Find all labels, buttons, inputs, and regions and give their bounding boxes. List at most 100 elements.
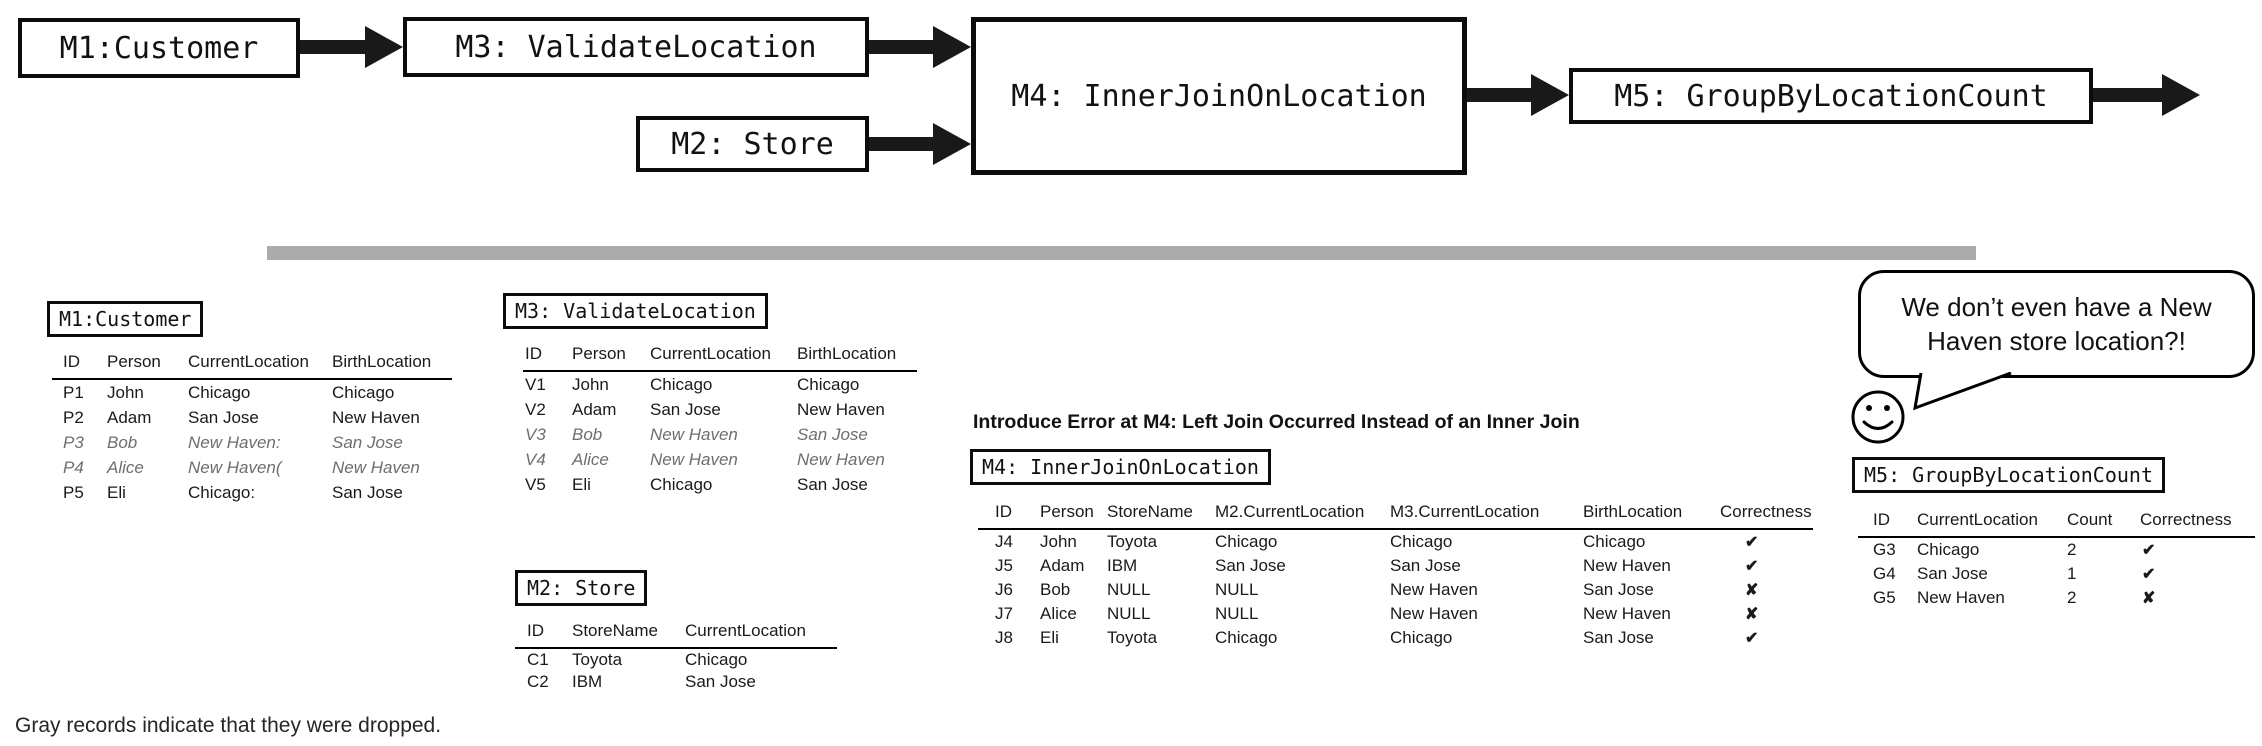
table-cell: 2 (2067, 588, 2077, 607)
table-cell: New Haven: (188, 432, 281, 452)
table-cell: New Haven (1390, 580, 1478, 599)
table-label-m3: M3: ValidateLocation (503, 293, 768, 329)
table-cell: J7 (995, 604, 1013, 623)
column-header: Person (1040, 493, 1107, 530)
table-cell: New Haven (332, 457, 420, 477)
table-cell: New Haven (797, 449, 885, 469)
table-cell: Chicago (1390, 628, 1453, 647)
check-mark-icon: ✔ (2142, 542, 2156, 559)
flow-box-m5-groupby: M5: GroupByLocationCount (1569, 68, 2093, 124)
table-cell: G5 (1873, 588, 1896, 607)
table-cell: G3 (1873, 540, 1896, 559)
table-cell: New Haven (1583, 604, 1671, 623)
table-cell: Chicago (188, 382, 251, 402)
column-header: CurrentLocation (188, 343, 332, 380)
table-cell: Alice (107, 457, 144, 477)
table-cell: J6 (995, 580, 1013, 599)
table-cell: San Jose (650, 399, 721, 419)
arrow-m1-to-m3 (300, 26, 403, 68)
table-row: P1 John Chicago Chicago (52, 379, 452, 405)
column-header: Person (107, 343, 188, 380)
column-header: CurrentLocation (1917, 501, 2067, 538)
column-header: ID (523, 335, 572, 372)
m4-error-heading: Introduce Error at M4: Left Join Occurre… (973, 411, 1580, 433)
table-cell: Eli (1040, 628, 1059, 647)
table-cell: Chicago (650, 374, 713, 394)
table-cell: San Jose (1390, 556, 1461, 575)
table-cell: NULL (1107, 580, 1151, 599)
speech-bubble: We don’t even have a New Haven store loc… (1858, 270, 2255, 378)
table-cell: John (107, 382, 144, 402)
table-cell: New Haven (1917, 588, 2005, 607)
table-cell: New Haven (1390, 604, 1478, 623)
table-cell: Chicago: (188, 482, 256, 502)
check-mark-icon: ✔ (1745, 558, 1759, 575)
table-cell: J5 (995, 556, 1013, 575)
table-cell: Chicago (1583, 532, 1646, 551)
column-header: CurrentLocation (650, 335, 797, 372)
table-label-m1: M1:Customer (47, 301, 204, 337)
x-mark-icon: ✘ (1745, 606, 1759, 623)
flow-box-m3-validatelocation: M3: ValidateLocation (403, 17, 869, 77)
table-cell: Alice (1040, 604, 1077, 623)
column-header: CurrentLocation (685, 612, 837, 649)
table-cell: V1 (525, 374, 546, 394)
table-cell: New Haven (332, 407, 420, 427)
arrow-m4-to-m5 (1467, 74, 1569, 116)
table-cell: San Jose (1583, 580, 1654, 599)
column-header: BirthLocation (797, 335, 917, 372)
flow-box-m4-innerjoin: M4: InnerJoinOnLocation (971, 17, 1467, 175)
speech-bubble-line1: We don’t even have a New (1901, 292, 2212, 322)
check-mark-icon: ✔ (1745, 534, 1759, 551)
table-cell: John (572, 374, 609, 394)
table-cell: P1 (63, 382, 84, 402)
table-cell: Chicago (1917, 540, 1980, 559)
column-header: M2.CurrentLocation (1215, 493, 1390, 530)
table-cell: New Haven (797, 399, 885, 419)
table-cell: New Haven( (188, 457, 282, 477)
table-cell: Eli (107, 482, 126, 502)
table-cell: Adam (572, 399, 617, 419)
table-cell: V3 (525, 424, 546, 444)
smiley-face-icon (1851, 390, 1905, 444)
flow-box-m1-customer: M1:Customer (18, 18, 300, 78)
x-mark-icon: ✘ (2142, 590, 2156, 607)
table-cell: Bob (572, 424, 603, 444)
column-header: StoreName (572, 612, 685, 649)
column-header: BirthLocation (1583, 493, 1720, 530)
column-header: StoreName (1107, 493, 1215, 530)
table-cell: IBM (572, 672, 603, 691)
flow-box-m2-store: M2: Store (636, 116, 869, 172)
speech-bubble-tail (1913, 372, 2012, 411)
table-cell: NULL (1215, 604, 1259, 623)
check-mark-icon: ✔ (1745, 630, 1759, 647)
table-label-m2: M2: Store (515, 570, 648, 606)
table-cell: New Haven (650, 449, 738, 469)
column-header: BirthLocation (332, 343, 452, 380)
arrow-m5-out (2093, 74, 2200, 116)
table-cell: Adam (1040, 556, 1085, 575)
table-cell: Chicago (332, 382, 395, 402)
table-cell: V4 (525, 449, 546, 469)
gray-records-note: Gray records indicate that they were dro… (15, 714, 442, 737)
